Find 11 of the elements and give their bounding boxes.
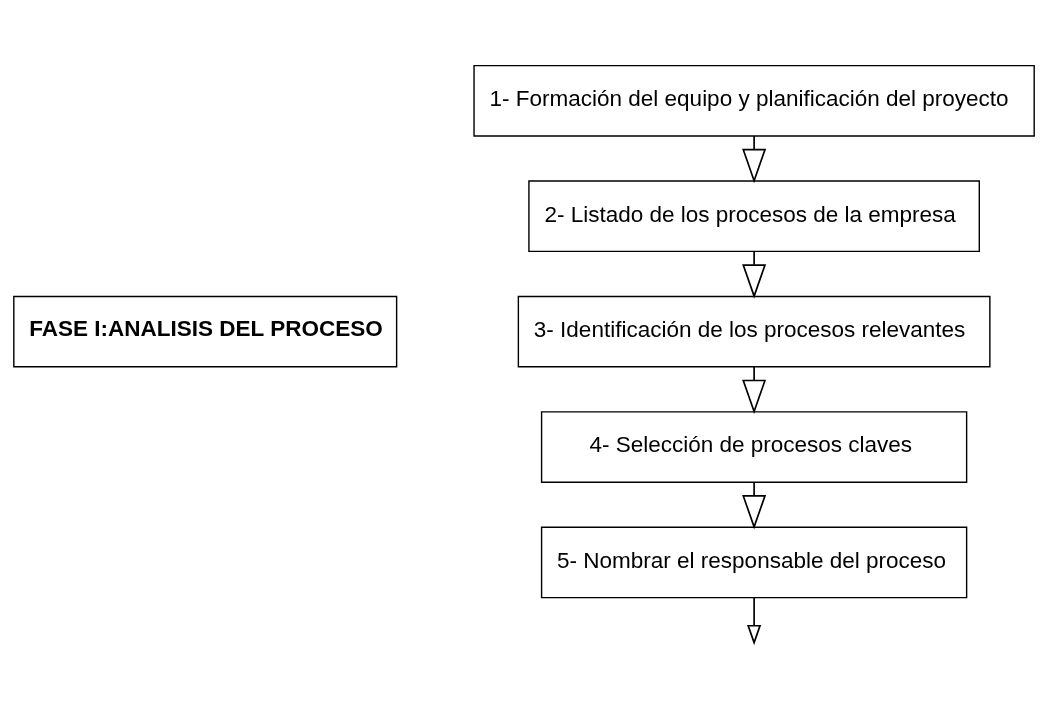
- arrow: [742, 134, 767, 183]
- arrow: [742, 365, 767, 414]
- arrow: [742, 480, 767, 529]
- node-box: 3- Identificación de los procesos relevantes: [517, 295, 991, 367]
- node-box: 2- Listado de los procesos de la empresa: [528, 179, 980, 252]
- node-box: 1- Formación del equipo y planificación del proyecto: [473, 64, 1035, 137]
- arrow: [742, 250, 767, 299]
- node-box: 4- Selección de procesos claves: [540, 410, 968, 483]
- node-box: 5- Nombrar el responsable del proceso: [540, 526, 968, 598]
- node-box: FASE I:ANALISIS DEL PROCESO: [13, 295, 398, 367]
- arrow: [747, 596, 762, 645]
